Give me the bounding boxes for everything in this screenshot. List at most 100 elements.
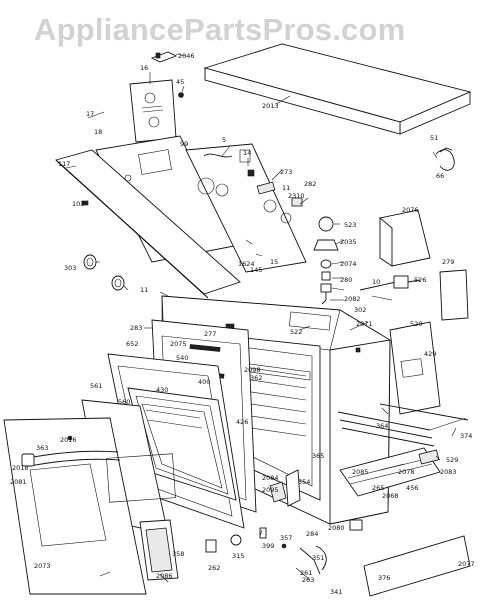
valve-assembly (359, 275, 421, 301)
callout-341: 341 (330, 588, 342, 596)
callout-2095: 2095 (262, 486, 279, 494)
top-cover-panel (203, 43, 472, 135)
callout-2084: 2084 (262, 474, 279, 482)
callout-103: 103 (72, 200, 84, 208)
callout-2086: 2086 (156, 572, 173, 580)
callout-14: 14 (243, 149, 251, 157)
callout-529: 529 (446, 456, 458, 464)
broiler-burner (337, 403, 469, 447)
callout-364: 364 (376, 422, 388, 430)
callout-262: 262 (208, 564, 220, 572)
callout-282: 282 (304, 180, 316, 188)
callout-2018: 2018 (12, 464, 29, 472)
callout-11: 11 (140, 286, 148, 294)
callout-283: 283 (130, 324, 142, 332)
callout-302: 302 (354, 306, 366, 314)
callout-17: 17 (86, 110, 94, 118)
bracket-part (150, 51, 178, 63)
burner-label-plate (129, 79, 184, 143)
callout-11: 11 (282, 184, 290, 192)
side-plate-2074 (439, 269, 469, 321)
callout-358: 358 (172, 550, 184, 558)
callout-2013: 2013 (262, 102, 279, 110)
callout-66: 66 (436, 172, 444, 180)
leader-lines (65, 53, 457, 583)
thermostat-assembly (313, 216, 339, 305)
callout-560: 560 (118, 398, 130, 406)
control-knob-15 (83, 254, 97, 270)
callout-2085: 2085 (352, 468, 369, 476)
callout-2016: 2016 (60, 436, 77, 444)
control-panel-face (55, 149, 241, 299)
control-knob-11 (111, 275, 125, 291)
callout-277: 277 (204, 330, 216, 338)
callout-51: 51 (430, 134, 438, 142)
callout-376: 376 (378, 574, 390, 582)
callout-652: 652 (126, 340, 138, 348)
callout-522: 522 (290, 328, 302, 336)
callout-2075: 2075 (170, 340, 187, 348)
callout-351: 351 (312, 554, 324, 562)
callout-2078: 2078 (398, 468, 415, 476)
callout-2080: 2080 (328, 524, 345, 532)
callout-1624: 1624 (238, 260, 255, 268)
callout-15: 15 (270, 258, 278, 266)
callout-429: 429 (424, 350, 436, 358)
callout-2068: 2068 (382, 492, 399, 500)
callout-261: 261 (300, 569, 312, 577)
power-cord (432, 147, 455, 171)
screw-17 (87, 111, 105, 119)
callout-374: 374 (460, 432, 472, 440)
callout-526: 526 (414, 276, 426, 284)
callout-117: 117 (58, 160, 70, 168)
callout-2098: 2098 (244, 366, 261, 374)
callout-18: 18 (94, 128, 102, 136)
callout-2081: 2081 (10, 478, 27, 486)
door-hinge (269, 469, 301, 507)
callout-2073: 2073 (34, 562, 51, 570)
callout-273: 273 (280, 168, 292, 176)
callout-99: 99 (180, 140, 188, 148)
callout-265: 265 (372, 484, 384, 492)
callout-456: 456 (406, 484, 418, 492)
callout-2310: 2310 (288, 192, 305, 200)
callout-430: 430 (156, 386, 168, 394)
small-hardware (205, 519, 363, 581)
callout-315: 315 (232, 552, 244, 560)
callout-16: 16 (140, 64, 148, 72)
callout-2046: 2046 (178, 52, 195, 60)
callout-357: 357 (280, 534, 292, 542)
callout-2076: 2076 (402, 206, 419, 214)
callout-2083: 2083 (440, 468, 457, 476)
callout-263: 263 (302, 576, 314, 584)
callout-2035: 2035 (340, 238, 357, 246)
callout-10: 10 (372, 278, 380, 286)
callout-2077: 2077 (458, 560, 475, 568)
callout-523: 523 (344, 221, 356, 229)
callout-145: 145 (250, 266, 262, 274)
side-bracket-2076 (379, 209, 431, 267)
callout-362: 362 (250, 374, 262, 382)
callout-363: 363 (36, 444, 48, 452)
callout-520: 520 (410, 320, 422, 328)
door-window (139, 519, 179, 581)
callout-365: 365 (312, 452, 324, 460)
callout-426: 426 (236, 418, 248, 426)
site-watermark: AppliancePartsPros.com (34, 12, 406, 47)
callout-400: 400 (198, 378, 210, 386)
callout-2082: 2082 (344, 295, 361, 303)
callout-561: 561 (90, 382, 102, 390)
outer-door (3, 417, 176, 595)
callout-45: 45 (176, 78, 184, 86)
callout-280: 280 (340, 276, 352, 284)
callout-284: 284 (306, 530, 318, 538)
callout-2071: 2071 (356, 320, 373, 328)
callout-554: 554 (298, 478, 310, 486)
callout-279: 279 (442, 258, 454, 266)
bottom-burner (339, 447, 441, 497)
side-panel-2075 (389, 321, 441, 415)
callout-2074: 2074 (340, 260, 357, 268)
callout-399: 399 (262, 542, 274, 550)
